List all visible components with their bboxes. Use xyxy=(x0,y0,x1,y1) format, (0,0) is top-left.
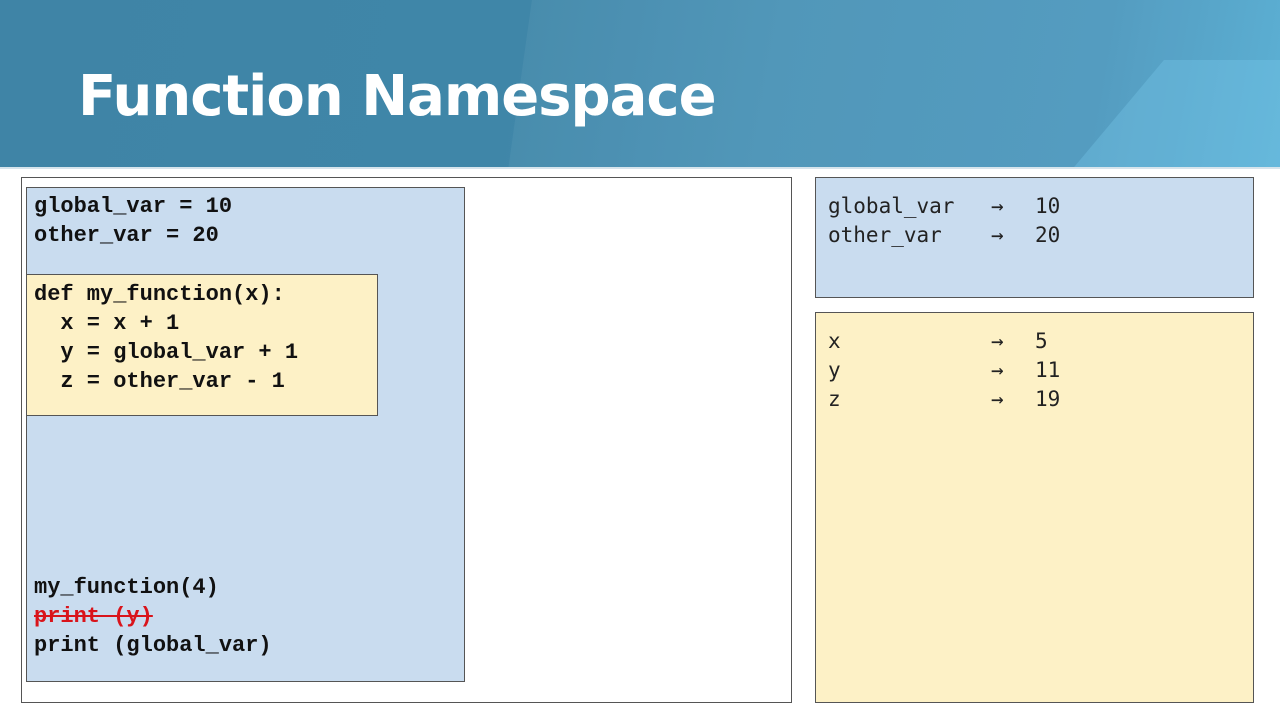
variable-value: 11 xyxy=(1035,358,1061,382)
variable-name: global_var xyxy=(828,194,955,218)
code-line: other_var = 20 xyxy=(34,223,219,248)
code-line: def my_function(x): xyxy=(34,282,285,307)
function-scope-box xyxy=(26,274,378,416)
function-namespace-list: x → 5 y → 11 z → 19 xyxy=(828,327,1228,414)
variable-value: 5 xyxy=(1035,329,1048,353)
global-assignments: global_var = 10 other_var = 20 xyxy=(34,192,232,250)
code-line: x = x + 1 xyxy=(34,311,180,336)
arrow-icon: → xyxy=(991,358,1004,382)
function-namespace-box xyxy=(815,312,1254,703)
code-line: my_function(4) xyxy=(34,575,219,600)
variable-name: x xyxy=(828,329,841,353)
code-line: global_var = 10 xyxy=(34,194,233,219)
arrow-icon: → xyxy=(991,223,1004,247)
function-definition: def my_function(x): x = x + 1 y = global… xyxy=(34,280,298,396)
slide-title: Function Namespace xyxy=(78,64,717,129)
arrow-icon: → xyxy=(991,194,1004,218)
global-namespace-box xyxy=(815,177,1254,298)
variable-value: 19 xyxy=(1035,387,1061,411)
variable-name: z xyxy=(828,387,841,411)
variable-value: 10 xyxy=(1035,194,1061,218)
code-line: print (global_var) xyxy=(34,633,272,658)
arrow-icon: → xyxy=(991,387,1004,411)
variable-name: y xyxy=(828,358,841,382)
global-scope-box xyxy=(26,187,465,682)
namespace-entry: other_var → 20 xyxy=(828,221,1228,250)
global-namespace-list: global_var → 10 other_var → 20 xyxy=(828,192,1228,250)
arrow-icon: → xyxy=(991,329,1004,353)
slide-header: Function Namespace xyxy=(0,0,1280,169)
variable-value: 20 xyxy=(1035,223,1061,247)
namespace-entry: z → 19 xyxy=(828,385,1228,414)
namespace-entry: x → 5 xyxy=(828,327,1228,356)
struck-code-line: print (y) xyxy=(34,604,153,629)
code-line: z = other_var - 1 xyxy=(34,369,285,394)
namespace-entry: global_var → 10 xyxy=(828,192,1228,221)
namespace-entry: y → 11 xyxy=(828,356,1228,385)
code-line: y = global_var + 1 xyxy=(34,340,299,365)
variable-name: other_var xyxy=(828,223,942,247)
function-calls: my_function(4)print (y) print (global_var… xyxy=(34,573,272,660)
